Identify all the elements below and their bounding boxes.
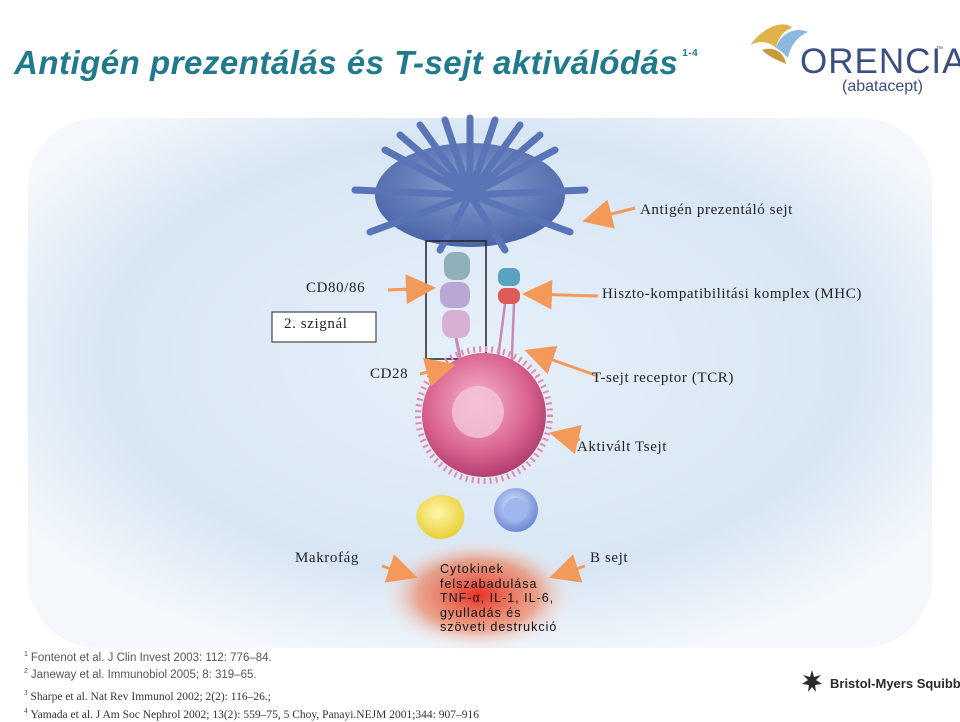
label-cd80: CD80/86 <box>306 280 365 297</box>
label-activated-t-cell: Aktivált Tsejt <box>577 439 667 456</box>
label-b-cell: B sejt <box>590 550 628 567</box>
b-cell <box>494 488 538 532</box>
label-mhc: Hiszto-kompatibilitási komplex (MHC) <box>602 286 862 303</box>
arrow-mhc <box>528 294 598 296</box>
label-cd28: CD28 <box>370 366 408 383</box>
cytokine-text: Cytokinek felszabadulása TNF-α, IL-1, IL… <box>440 562 557 635</box>
arrow-cd80 <box>388 288 430 290</box>
company-name: Bristol-Myers Squibb <box>830 676 960 691</box>
label-signal-2: 2. szignál <box>284 316 348 333</box>
label-tcr: T-sejt receptor (TCR) <box>592 370 734 387</box>
label-apc: Antigén prezentáló sejt <box>640 202 793 219</box>
bms-emblem-icon <box>802 670 822 692</box>
label-macrophage: Makrofág <box>295 550 359 567</box>
